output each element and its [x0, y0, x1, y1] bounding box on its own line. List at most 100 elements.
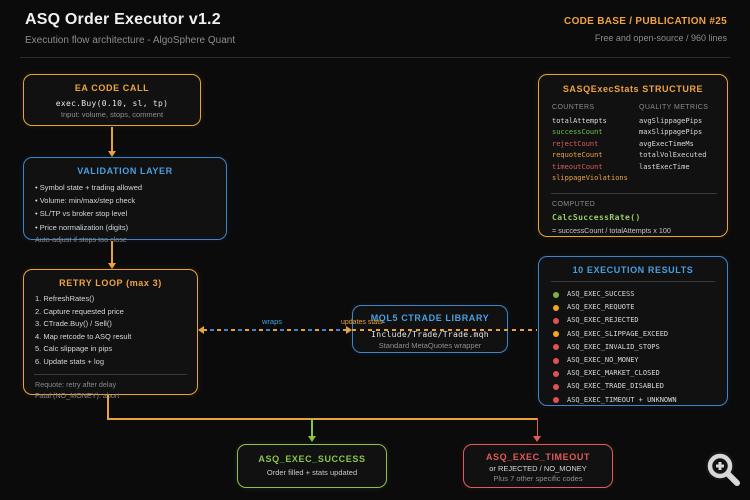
- timeout-result-line1: or REJECTED / NO_MONEY: [489, 464, 587, 473]
- metric-field: avgExecTimeMs: [639, 139, 694, 148]
- publication-badge: CODE BASE / PUBLICATION #25: [564, 16, 727, 27]
- retry-loop-box: RETRY LOOP (max 3) 1. RefreshRates()2. C…: [23, 269, 198, 400]
- quality-metrics-header: QUALITY METRICS: [639, 104, 709, 111]
- success-result-title: ASQ_EXEC_SUCCESS: [258, 454, 366, 464]
- metric-field: lastExecTime: [639, 162, 690, 171]
- status-dot: [553, 304, 559, 311]
- zoom-button[interactable]: [702, 448, 746, 494]
- dashed-line-updates-stats: [352, 329, 537, 331]
- updates-stats-label: updates stats: [341, 319, 383, 326]
- result-label: ASQ_EXEC_NO_MONEY: [567, 355, 639, 364]
- result-item: ASQ_EXEC_NO_MONEY: [553, 354, 727, 367]
- result-label: ASQ_EXEC_REQUOTE: [567, 303, 635, 312]
- execution-results-title: 10 EXECUTION RESULTS: [572, 265, 694, 275]
- result-label: ASQ_EXEC_REJECTED: [567, 316, 639, 325]
- ctrade-library-title: MQL5 CTRADE LIBRARY: [370, 313, 490, 323]
- stats-divider: [551, 193, 717, 194]
- result-item: ASQ_EXEC_MARKET_CLOSED: [553, 367, 727, 380]
- result-label: ASQ_EXEC_TRADE_DISABLED: [567, 382, 664, 391]
- metrics-list: avgSlippagePips maxSlippagePips avgExecTim…: [639, 116, 706, 173]
- computed-function: CalcSuccessRate(): [552, 213, 641, 222]
- retry-steps: 1. RefreshRates()2. Capture requested pr…: [24, 293, 197, 369]
- status-dot: [553, 344, 559, 351]
- result-item: ASQ_EXEC_REJECTED: [553, 314, 727, 327]
- result-label: ASQ_EXEC_SLIPPAGE_EXCEED: [567, 329, 669, 338]
- arrow-validation-to-retry: [111, 241, 113, 263]
- retry-step: 5. Calc slippage in pips: [35, 344, 113, 354]
- magnifier-plus-icon: [705, 451, 740, 486]
- arrowhead-ea-to-validation: [108, 151, 116, 157]
- status-dot: [553, 291, 559, 298]
- arrowhead-to-success: [308, 436, 316, 442]
- header-divider: [20, 57, 730, 58]
- retry-step: 3. CTrade.Buy() / Sell(): [35, 319, 112, 329]
- counter-field: rejectCount: [552, 139, 599, 148]
- line-to-timeout: [536, 418, 538, 436]
- validation-item: • SL/TP vs broker stop level: [35, 209, 128, 219]
- status-dot: [553, 383, 559, 390]
- ea-code-call-note: Input: volume, stops, comment: [60, 110, 164, 119]
- status-dot: [553, 370, 559, 377]
- result-item: ASQ_EXEC_TIMEOUT + UNKNOWN: [553, 394, 727, 407]
- counter-field: requoteCount: [552, 151, 603, 160]
- validation-item: • Symbol state + trading allowed: [35, 183, 143, 192]
- metric-field: maxSlippagePips: [639, 128, 703, 137]
- counters-header: COUNTERS: [552, 104, 595, 111]
- status-dot: [553, 357, 559, 364]
- arrowhead-wraps-left: [198, 326, 204, 334]
- metric-field: totalVolExecuted: [639, 151, 707, 160]
- computed-formula: = successCount / totalAttempts x 100: [552, 226, 671, 235]
- result-label: ASQ_EXEC_MARKET_CLOSED: [567, 369, 660, 378]
- stats-structure-title: SASQExecStats STRUCTURE: [562, 84, 704, 94]
- line-retry-down: [107, 395, 109, 418]
- validation-layer-box: VALIDATION LAYER • Symbol state + tradin…: [23, 157, 227, 244]
- dashed-line-wraps: [203, 329, 349, 331]
- counter-field: successCount: [552, 128, 603, 137]
- result-item: ASQ_EXEC_TRADE_DISABLED: [553, 380, 727, 393]
- arrowhead-wraps-right: [346, 326, 352, 334]
- retry-divider: [34, 373, 187, 375]
- ea-code-call-box: EA CODE CALL exec.Buy(0.10, sl, tp) Inpu…: [23, 74, 201, 126]
- result-item: ASQ_EXEC_INVALID_STOPS: [553, 341, 727, 354]
- counter-field: timeoutCount: [552, 162, 603, 171]
- ctrade-library-code: Include/Trade/Trade.mqh: [371, 330, 489, 339]
- line-to-success: [311, 418, 313, 436]
- result-label: ASQ_EXEC_SUCCESS: [567, 290, 635, 298]
- stats-structure-box: SASQExecStats STRUCTURE COUNTERS QUALITY…: [538, 74, 728, 237]
- line-bottom-horizontal: [107, 418, 538, 420]
- results-list: ASQ_EXEC_SUCCESS ASQ_EXEC_REQUOTE ASQ_EXEC…: [539, 288, 727, 407]
- retry-step: 2. Capture requested price: [35, 306, 124, 316]
- validation-note: Auto-adjust if stops too close: [35, 234, 127, 244]
- counter-field: totalAttempts: [552, 117, 607, 125]
- counters-list: totalAttempts successCount rejectCount requ…: [552, 116, 628, 184]
- result-item: ASQ_EXEC_SLIPPAGE_EXCEED: [553, 328, 727, 341]
- ea-code-call-code: exec.Buy(0.10, sl, tp): [55, 99, 169, 108]
- ctrade-library-note: Standard MetaQuotes wrapper: [378, 341, 482, 350]
- timeout-result-title: ASQ_EXEC_TIMEOUT: [485, 452, 591, 462]
- status-dot: [553, 317, 559, 324]
- retry-step: 6. Update stats + log: [35, 356, 105, 366]
- ea-code-call-title: EA CODE CALL: [74, 83, 150, 93]
- timeout-result-line2: Plus 7 other specific codes: [493, 474, 583, 483]
- retry-step: 4. Map retcode to ASQ result: [35, 331, 132, 341]
- result-label: ASQ_EXEC_TIMEOUT + UNKNOWN: [567, 395, 677, 404]
- result-label: ASQ_EXEC_INVALID_STOPS: [567, 342, 660, 351]
- computed-header: COMPUTED: [552, 201, 596, 208]
- status-dot: [553, 397, 559, 404]
- success-result-note: Order filled + stats updated: [266, 468, 358, 477]
- retry-loop-title: RETRY LOOP (max 3): [59, 278, 162, 288]
- page-subtitle: Execution flow architecture - AlgoSphere…: [25, 35, 236, 46]
- publication-badge-subtext: Free and open-source / 960 lines: [594, 33, 727, 43]
- page-title: ASQ Order Executor v1.2: [25, 11, 221, 28]
- status-dot: [553, 331, 559, 338]
- result-item: ASQ_EXEC_REQUOTE: [553, 301, 727, 314]
- arrowhead-to-timeout: [533, 436, 541, 442]
- validation-items: • Symbol state + trading allowed• Volume…: [24, 181, 226, 234]
- validation-item: • Price normalization (digits): [35, 222, 129, 232]
- counter-field: slippageViolations: [552, 174, 628, 183]
- metric-field: avgSlippagePips: [639, 117, 703, 125]
- validation-layer-title: VALIDATION LAYER: [77, 166, 173, 176]
- results-divider: [551, 281, 715, 282]
- success-result-box: ASQ_EXEC_SUCCESS Order filled + stats up…: [237, 444, 387, 488]
